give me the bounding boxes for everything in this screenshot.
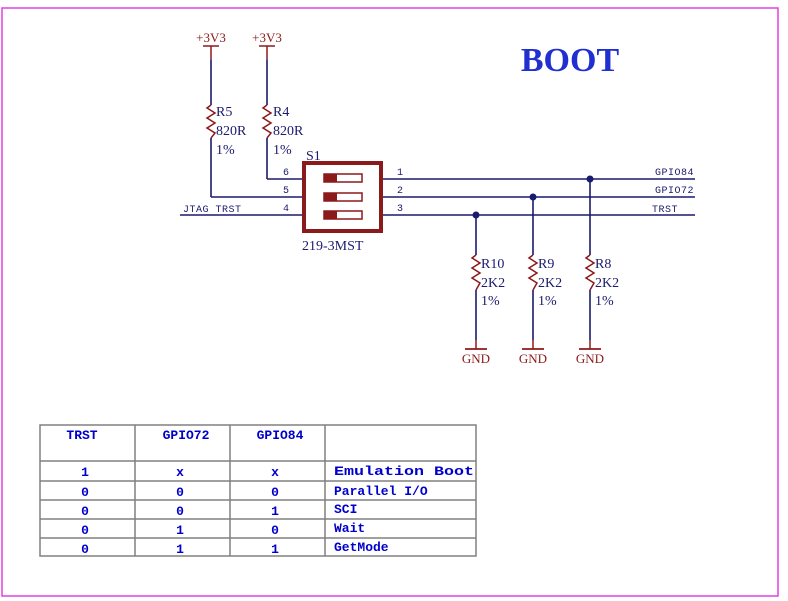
resistor-r4: R4 820R 1% — [261, 104, 304, 158]
resistor-r9: R9 2K2 1% — [527, 254, 562, 309]
resistor-tolerance: 1% — [216, 143, 235, 158]
junction-dot — [472, 211, 480, 219]
sheet-title: BOOT — [521, 42, 620, 79]
resistor-value: 820R — [216, 124, 247, 139]
resistor-value: 2K2 — [595, 276, 619, 291]
switch-pin: 4 — [283, 204, 289, 215]
resistor-value: 2K2 — [538, 276, 562, 291]
ground-symbol-r9: GND — [519, 340, 547, 366]
wires — [180, 60, 695, 340]
table-cell: 1 — [176, 523, 184, 538]
table-cell: 1 — [271, 542, 279, 557]
resistor-tolerance: 1% — [481, 294, 500, 309]
switch-pin: 1 — [397, 168, 403, 179]
switch-ref: S1 — [306, 149, 321, 164]
switch-pin: 3 — [397, 204, 403, 215]
resistor-ref: R10 — [481, 257, 504, 272]
table-header: GPIO72 — [163, 428, 210, 443]
table-cell: 0 — [81, 542, 89, 557]
table-cell: 0 — [271, 485, 279, 500]
table-cell: Parallel I/O — [334, 484, 428, 499]
ground-label: GND — [462, 351, 490, 366]
table-cell: x — [271, 465, 279, 480]
resistor-r10: R10 2K2 1% — [470, 254, 505, 309]
table-cell: 1 — [81, 465, 89, 480]
table-cell: SCI — [334, 502, 357, 517]
power-label: +3V3 — [196, 30, 226, 45]
switch-s1: S1 219-3MST 6 5 4 1 2 3 — [283, 149, 403, 254]
net-label-gpio84: GPIO84 — [655, 168, 694, 179]
table-cell: 0 — [176, 504, 184, 519]
resistor-tolerance: 1% — [273, 143, 292, 158]
power-symbol-1: +3V3 — [196, 30, 226, 60]
table-cell: Wait — [334, 521, 365, 536]
ground-label: GND — [519, 351, 547, 366]
boot-mode-table: TRST GPIO72 GPIO84 1 x x Emulation Boot … — [39, 424, 477, 557]
ground-symbol-r10: GND — [462, 340, 490, 366]
table-cell: 0 — [81, 485, 89, 500]
table-cell: x — [176, 465, 184, 480]
resistor-ref: R9 — [538, 257, 554, 272]
switch-part-number: 219-3MST — [302, 239, 364, 254]
table-header: GPIO84 — [257, 428, 304, 443]
ground-label: GND — [576, 351, 604, 366]
table-cell: 0 — [81, 504, 89, 519]
resistor-value: 2K2 — [481, 276, 505, 291]
net-label-jtag-trst: JTAG TRST — [183, 205, 242, 216]
power-symbol-2: +3V3 — [252, 30, 282, 60]
resistor-ref: R5 — [216, 105, 232, 120]
junction-dot — [586, 175, 594, 183]
switch-pin: 2 — [397, 186, 403, 197]
table-cell: 0 — [176, 485, 184, 500]
table-cell: Emulation Boot — [334, 464, 474, 479]
ground-symbol-r8: GND — [576, 340, 604, 366]
net-label-gpio72: GPIO72 — [655, 186, 694, 197]
junction-dot — [529, 193, 537, 201]
switch-pin: 6 — [283, 168, 289, 179]
table-cell: 0 — [81, 523, 89, 538]
net-label-trst: TRST — [652, 205, 678, 216]
power-label: +3V3 — [252, 30, 282, 45]
switch-pin: 5 — [283, 186, 289, 197]
resistor-tolerance: 1% — [595, 294, 614, 309]
table-cell: GetMode — [334, 540, 389, 555]
table-header: TRST — [66, 428, 97, 443]
resistor-ref: R8 — [595, 257, 611, 272]
sheet-frame — [1, 7, 779, 597]
table-cell: 1 — [271, 504, 279, 519]
resistor-r5: R5 820R 1% — [205, 104, 247, 158]
resistor-ref: R4 — [273, 105, 289, 120]
resistor-r8: R8 2K2 1% — [584, 254, 619, 309]
table-cell: 0 — [271, 523, 279, 538]
resistor-tolerance: 1% — [538, 294, 557, 309]
table-cell: 1 — [176, 542, 184, 557]
resistor-value: 820R — [273, 124, 304, 139]
